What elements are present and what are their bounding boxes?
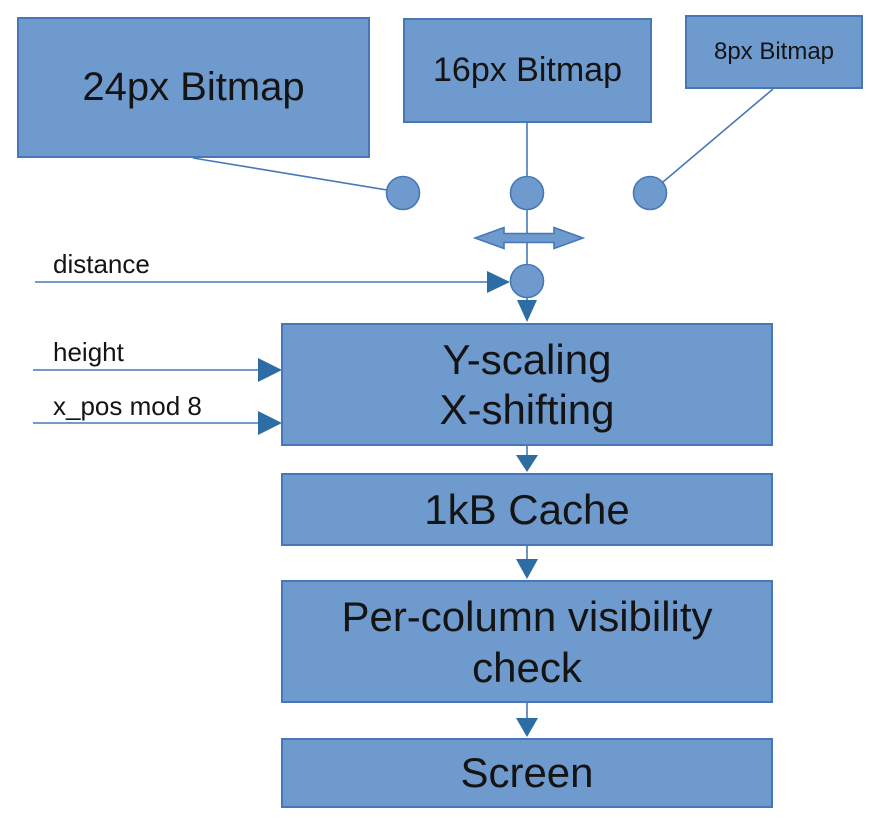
arrow-to-yscaling-icon <box>517 300 537 322</box>
double-arrow-icon <box>472 226 586 250</box>
junction-circle-8px <box>632 175 668 211</box>
junction-circle-16px <box>509 175 545 211</box>
node-screen: Screen <box>281 738 773 808</box>
node-y-scaling: Y-scaling X-shifting <box>281 323 773 446</box>
junction-circle-distance <box>509 263 545 299</box>
node-24px-bitmap: 24px Bitmap <box>17 17 370 158</box>
label-x-pos: x_pos mod 8 <box>53 391 202 421</box>
arrow-to-cache-icon <box>516 455 538 472</box>
connector-24px-bitmap <box>192 157 388 191</box>
label-distance: distance <box>53 249 150 279</box>
arrow-to-screen-icon <box>516 718 538 737</box>
distance-arrowhead-icon <box>487 271 510 293</box>
height-arrowhead-icon <box>258 358 282 382</box>
arrow-to-visibility-icon <box>516 559 538 579</box>
node-visibility-check: Per-column visibility check <box>281 580 773 703</box>
node-8px-bitmap: 8px Bitmap <box>685 15 863 89</box>
node-1kb-cache: 1kB Cache <box>281 473 773 546</box>
xpos-arrowhead-icon <box>258 411 282 435</box>
connector-8px-bitmap <box>662 88 774 183</box>
node-16px-bitmap: 16px Bitmap <box>403 18 652 123</box>
label-height: height <box>53 337 124 367</box>
junction-circle-24px <box>385 175 421 211</box>
